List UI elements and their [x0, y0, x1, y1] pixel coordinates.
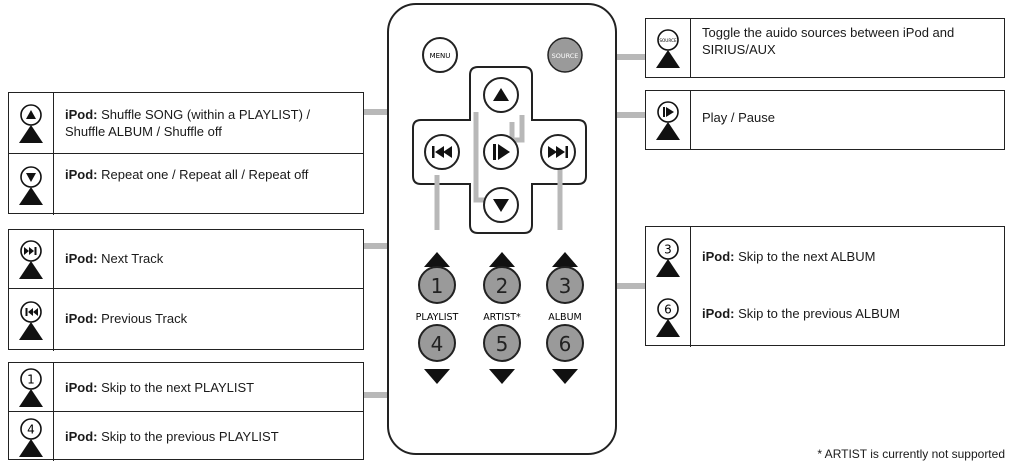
shuffle-icon-cell: [9, 93, 54, 153]
dpad-connectors: [434, 112, 563, 230]
track-box: iPod: Next Track iPod: Previous Track: [8, 229, 364, 351]
next-playlist-icon-num: 1: [27, 373, 35, 387]
source-box: SOURCE Toggle the auido sources between …: [645, 18, 1005, 78]
next-album-row: 3 iPod: Skip to the next ALBUM: [646, 227, 1004, 287]
play-pause-box: Play / Pause: [645, 90, 1005, 150]
next-album-text: Skip to the next ALBUM: [738, 249, 876, 264]
source-icon-cell: SOURCE: [646, 19, 691, 77]
next-playlist-row: 1 iPod: Skip to the next PLAYLIST: [9, 363, 363, 411]
prev-album-row: 6 iPod: Skip to the previous ALBUM: [646, 287, 1004, 347]
prev-album-icon-cell: 6: [646, 287, 691, 347]
source-label: SOURCE: [552, 52, 579, 60]
previous-track-button[interactable]: [424, 134, 460, 170]
prev-playlist-icon-cell: 4: [9, 412, 54, 461]
next-album-bold: iPod:: [702, 249, 735, 264]
artist-up-arrow: [489, 252, 515, 267]
album-down-arrow: [552, 369, 578, 384]
prev-album-text: Skip to the previous ALBUM: [738, 306, 900, 321]
source-text: Toggle the auido sources between iPod an…: [702, 25, 955, 57]
menu-label: MENU: [430, 52, 451, 60]
prev-playlist-bold: iPod:: [65, 429, 98, 444]
artist-footnote: * ARTIST is currently not supported: [817, 447, 1005, 461]
button-4-icon: 4: [19, 417, 43, 457]
source-button[interactable]: SOURCE: [547, 37, 583, 73]
source-icon-label: SOURCE: [659, 38, 677, 43]
button-1[interactable]: 1: [418, 266, 456, 304]
play-pause-row: Play / Pause: [646, 91, 1004, 149]
button-2[interactable]: 2: [483, 266, 521, 304]
button-3-icon: 3: [656, 238, 680, 277]
down-button-icon: [19, 165, 43, 205]
playlist-up-arrow: [424, 252, 450, 267]
shuffle-bold: iPod:: [65, 107, 98, 122]
play-pause-icon-cell: [646, 91, 691, 149]
shuffle-repeat-box: iPod: Shuffle SONG (within a PLAYLIST) /…: [8, 92, 364, 215]
repeat-icon-cell: [9, 154, 54, 215]
next-playlist-bold: iPod:: [65, 380, 98, 395]
next-track-bold: iPod:: [65, 251, 98, 266]
prev-playlist-text: Skip to the previous PLAYLIST: [101, 429, 279, 444]
up-button[interactable]: [483, 77, 519, 113]
button-5[interactable]: 5: [483, 324, 521, 362]
prev-playlist-icon-num: 4: [27, 422, 35, 436]
artist-label: ARTIST*: [483, 312, 521, 323]
button-4[interactable]: 4: [418, 324, 456, 362]
button-6[interactable]: 6: [546, 324, 584, 362]
button-5-label: 5: [496, 332, 509, 356]
button-2-label: 2: [496, 274, 509, 298]
button-1-label: 1: [431, 274, 444, 298]
prev-album-bold: iPod:: [702, 306, 735, 321]
next-album-icon-num: 3: [664, 243, 672, 257]
playlist-label: PLAYLIST: [416, 312, 459, 323]
previous-track-icon: [19, 301, 43, 340]
play-pause-button[interactable]: [483, 134, 519, 170]
next-track-icon: [19, 240, 43, 279]
source-button-icon: SOURCE: [656, 29, 680, 68]
next-track-button[interactable]: [540, 134, 576, 170]
prev-track-icon-cell: [9, 289, 54, 351]
button-4-label: 4: [431, 332, 444, 356]
shuffle-text: Shuffle SONG (within a PLAYLIST) / Shuff…: [65, 107, 311, 139]
source-row: SOURCE Toggle the auido sources between …: [646, 19, 1004, 77]
album-box: 3 iPod: Skip to the next ALBUM 6 iPod: S…: [645, 226, 1005, 347]
dpad-outline: [412, 66, 587, 234]
next-album-icon-cell: 3: [646, 227, 691, 287]
button-3-label: 3: [559, 274, 572, 298]
down-button[interactable]: [483, 187, 519, 223]
prev-playlist-row: 4 iPod: Skip to the previous PLAYLIST: [9, 411, 363, 461]
next-playlist-icon-cell: 1: [9, 363, 54, 411]
button-3[interactable]: 3: [546, 266, 584, 304]
playlist-box: 1 iPod: Skip to the next PLAYLIST 4 iPod…: [8, 362, 364, 461]
playlist-down-arrow: [424, 369, 450, 384]
next-playlist-text: Skip to the next PLAYLIST: [101, 380, 255, 395]
album-label: ALBUM: [548, 312, 581, 323]
prev-track-row: iPod: Previous Track: [9, 288, 363, 351]
menu-button[interactable]: MENU: [422, 37, 458, 73]
prev-track-bold: iPod:: [65, 311, 98, 326]
prev-album-icon-num: 6: [664, 303, 672, 317]
button-1-icon: 1: [19, 368, 43, 407]
button-6-label: 6: [559, 332, 572, 356]
shuffle-row: iPod: Shuffle SONG (within a PLAYLIST) /…: [9, 93, 363, 153]
remote-body: [387, 3, 617, 455]
repeat-text: Repeat one / Repeat all / Repeat off: [101, 167, 309, 182]
next-track-icon-cell: [9, 230, 54, 288]
up-button-icon: [19, 104, 43, 143]
prev-track-text: Previous Track: [101, 311, 188, 326]
next-track-text: Next Track: [101, 251, 164, 266]
artist-down-arrow: [489, 369, 515, 384]
album-up-arrow: [552, 252, 578, 267]
repeat-bold: iPod:: [65, 167, 98, 182]
button-6-icon: 6: [656, 298, 680, 337]
play-pause-icon: [656, 101, 680, 140]
play-pause-text: Play / Pause: [702, 110, 775, 125]
next-track-row: iPod: Next Track: [9, 230, 363, 288]
repeat-row: iPod: Repeat one / Repeat all / Repeat o…: [9, 153, 363, 215]
